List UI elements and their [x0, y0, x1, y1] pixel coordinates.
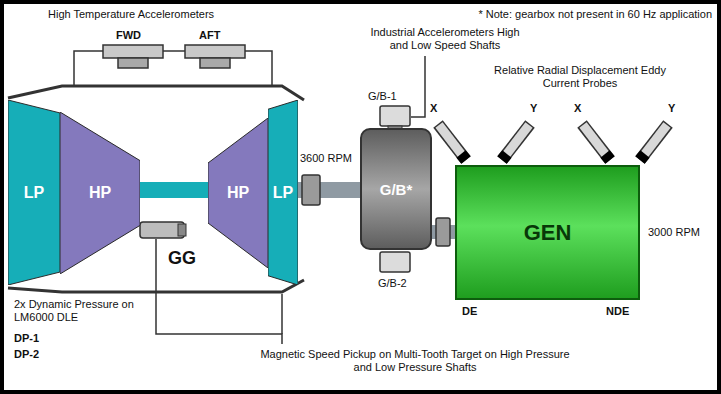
- shaft: [140, 182, 208, 198]
- sensor-label: DP-1: [14, 332, 39, 345]
- probe-axis-label: Y: [668, 102, 675, 115]
- sensor-cable: [245, 51, 272, 86]
- shaft-coupling: [302, 175, 320, 205]
- gearbox: G/B*: [360, 128, 432, 250]
- high-pressure-compressor: HP: [60, 112, 140, 274]
- high-pressure-compressor-outline: [60, 112, 140, 274]
- sensor-cable: [163, 50, 185, 52]
- eddy-current-probe: [582, 124, 610, 160]
- probe-body: [583, 125, 606, 155]
- sensor-group-label: Magnetic Speed Pickup on Multi-Tooth Tar…: [250, 348, 580, 374]
- probe-body: [438, 124, 466, 160]
- sensor-cable: [74, 51, 103, 86]
- sensor-label: G/B-1: [368, 90, 397, 103]
- sensor-label: FWD: [116, 29, 141, 42]
- sensor-group-label: High Temperature Accelerometers: [48, 8, 214, 21]
- leader-line: [411, 56, 425, 117]
- pressure-sensor: [140, 222, 184, 238]
- eddy-current-probe: [502, 124, 530, 160]
- probe-body: [644, 125, 667, 155]
- probe-body: [506, 125, 529, 155]
- leader-line: [281, 294, 283, 334]
- accelerometer-symbol: [200, 58, 230, 68]
- accelerometer-symbol: [380, 252, 410, 272]
- speed-label: 3600 RPM: [300, 152, 352, 165]
- sensor-group-label: Industrial Accelerometers High and Low S…: [365, 26, 525, 52]
- sensor-label: DP-2: [14, 348, 39, 361]
- accelerometer-symbol: [185, 45, 245, 58]
- probe-tip: [605, 154, 610, 160]
- low-pressure-compressor-outline: [8, 100, 60, 285]
- probe-body: [640, 124, 668, 160]
- high-pressure-turbine: HP: [208, 118, 268, 268]
- low-pressure-turbine-outline: [268, 100, 298, 285]
- accelerometer-symbol: [118, 58, 148, 68]
- sensor-label: AFT: [199, 29, 220, 42]
- low-pressure-turbine: LP: [268, 100, 298, 285]
- node-label: G/B*: [380, 181, 413, 198]
- bearing-end-label: DE: [462, 305, 477, 318]
- sensor-group-label: Relative Radial Displacement Eddy Curren…: [480, 64, 680, 90]
- probe-tip: [640, 154, 645, 160]
- eddy-current-probe: [438, 124, 466, 160]
- probe-axis-label: X: [430, 102, 437, 115]
- probe-tip: [502, 154, 507, 160]
- node-label: HP: [227, 184, 249, 202]
- speed-label: 3000 RPM: [648, 226, 700, 239]
- accelerometer-symbol: [103, 45, 163, 58]
- probe-axis-label: Y: [530, 102, 537, 115]
- probe-axis-label: X: [574, 102, 581, 115]
- probe-body: [502, 124, 530, 160]
- low-pressure-compressor: LP: [8, 100, 60, 285]
- generator: GEN: [455, 165, 640, 300]
- sensor-group-label: 2x Dynamic Pressure on LM6000 DLE: [14, 298, 144, 324]
- accelerometer-symbol: [380, 106, 410, 126]
- bearing-end-label: NDE: [606, 305, 629, 318]
- node-label: GEN: [524, 220, 572, 246]
- node-label: LP: [273, 184, 293, 202]
- node-label: HP: [89, 184, 111, 202]
- eddy-current-probe: [640, 124, 668, 160]
- probe-body: [439, 125, 462, 155]
- section-label: GG: [168, 248, 196, 270]
- engine-casing: [8, 86, 304, 100]
- probe-body: [582, 124, 610, 160]
- probe-tip: [461, 154, 466, 160]
- pressure-sensor: [178, 224, 186, 236]
- high-pressure-turbine-outline: [208, 118, 268, 268]
- shaft-coupling: [436, 218, 450, 246]
- node-label: LP: [24, 184, 44, 202]
- sensor-label: G/B-2: [378, 277, 407, 290]
- footnote: * Note: gearbox not present in 60 Hz app…: [440, 8, 712, 21]
